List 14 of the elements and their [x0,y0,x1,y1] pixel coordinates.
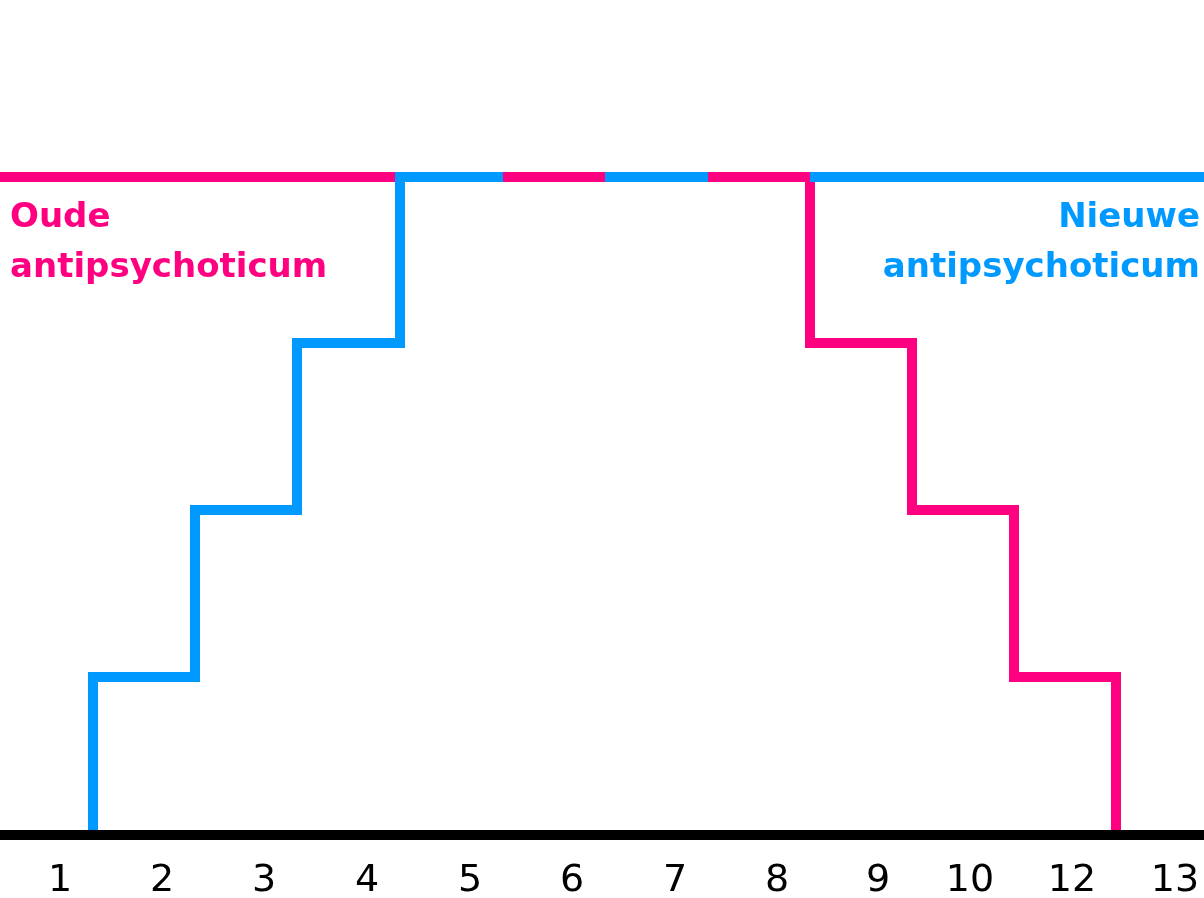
axis-tick-label: 3 [250,856,278,898]
axis-tick-label: 5 [456,856,484,898]
axis-tick-label: 4 [353,856,381,898]
axis-tick-label: 8 [763,856,791,898]
line-label: Nieuwe antipsychoticum [881,194,1200,287]
axis-tick-label: 2 [148,856,176,898]
axis-tick-label: 9 [864,856,892,898]
axis-tick-label: 1 [46,856,74,898]
axis-tick-label: 7 [661,856,689,898]
axis-tick-label: 10 [944,856,996,898]
axis-tick-label: 6 [558,856,586,898]
axis-tick-label: 13 [1149,856,1201,898]
axis-tick-label: 12 [1046,856,1098,898]
line-label: Oude antipsychoticum [10,194,329,287]
